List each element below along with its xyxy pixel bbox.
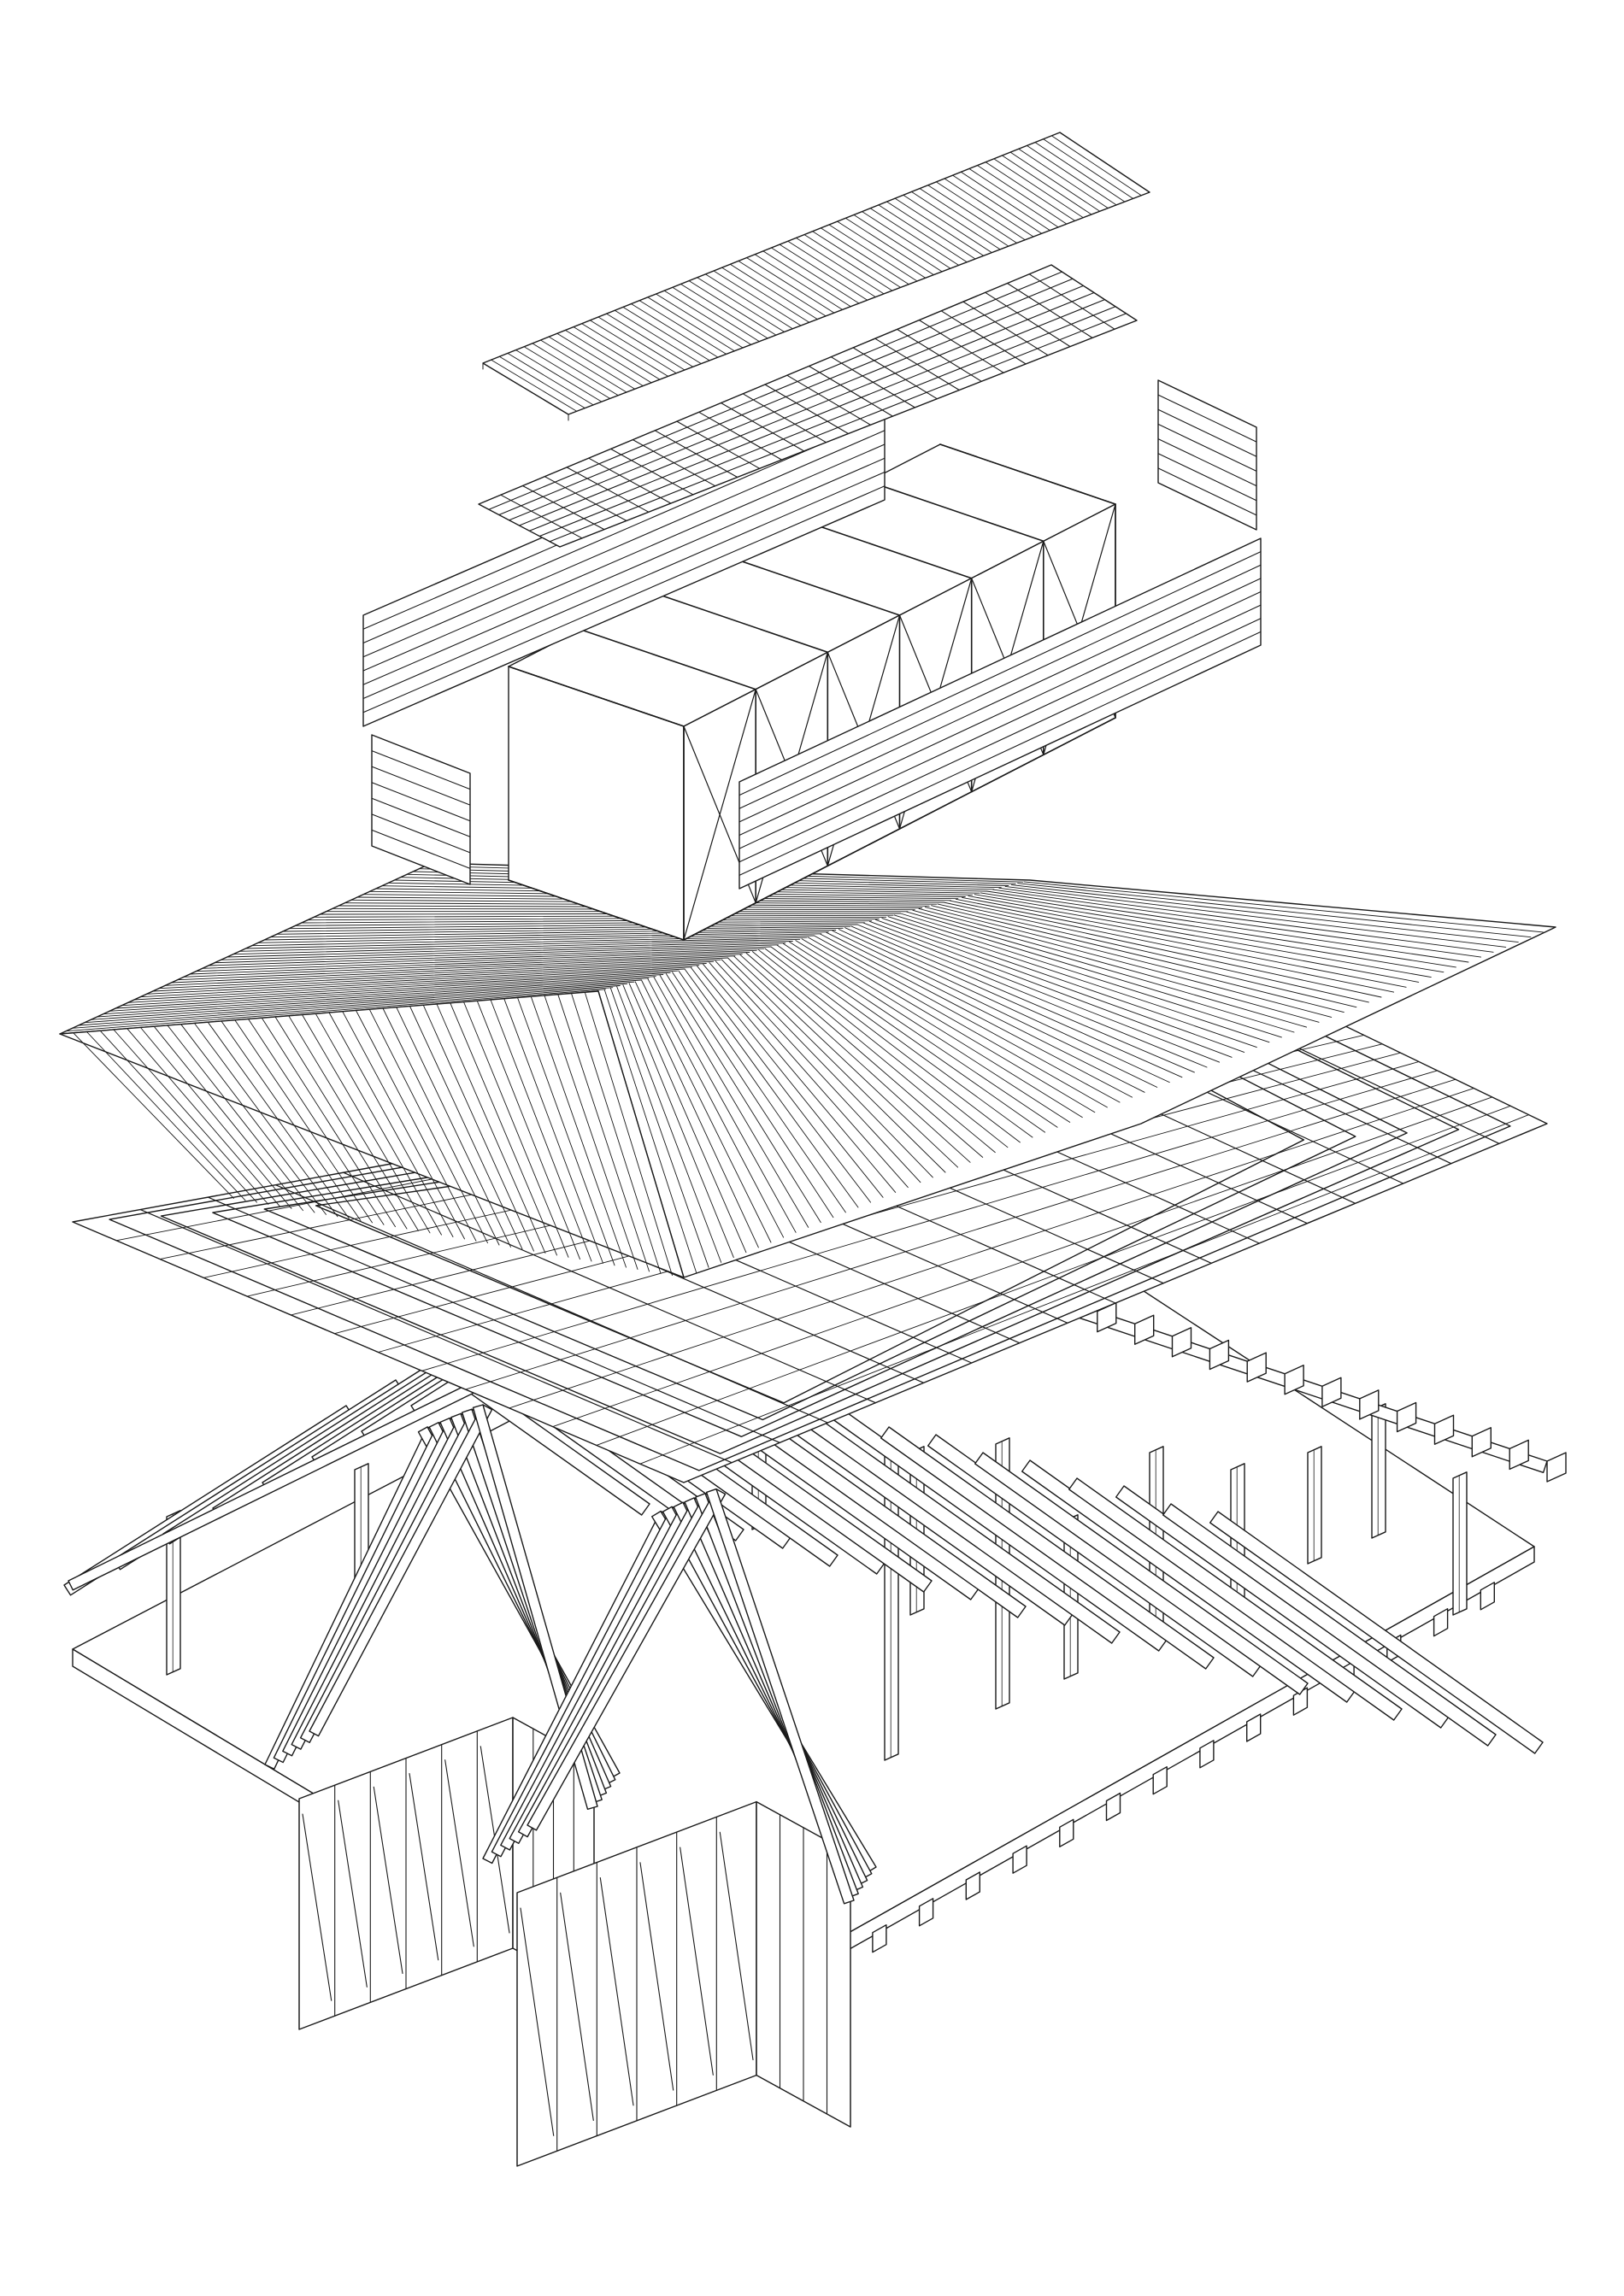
main-roof-sheeting bbox=[59, 862, 1556, 1278]
upper-roof-sheeting bbox=[482, 132, 1150, 421]
upper-side-cladding-right bbox=[738, 379, 1262, 890]
main-roof-purlin-grid bbox=[72, 999, 1548, 1483]
timber-pods bbox=[264, 1404, 877, 2167]
upper-roof-purlins bbox=[478, 264, 1138, 548]
